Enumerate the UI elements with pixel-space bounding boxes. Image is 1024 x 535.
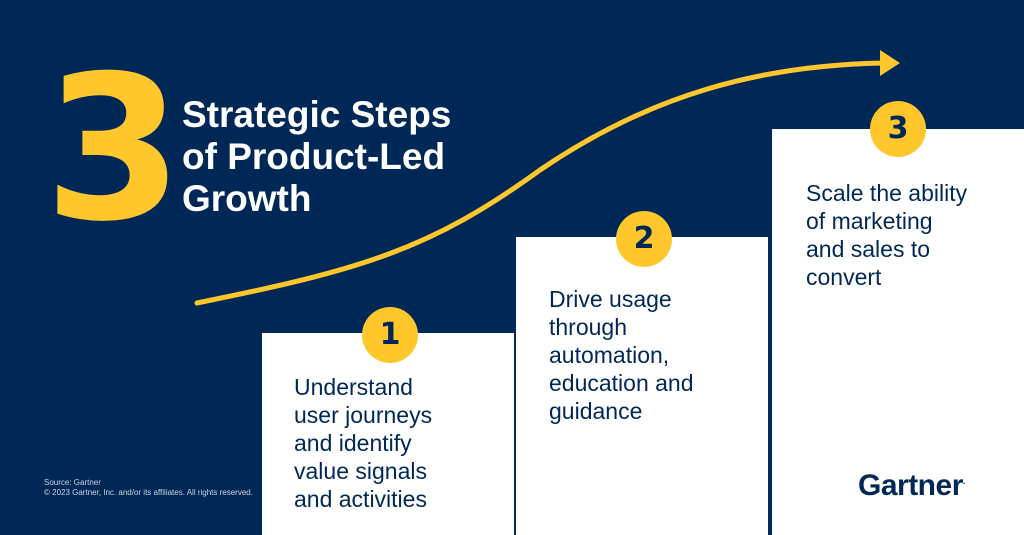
source-note: Source: Gartner © 2023 Gartner, Inc. and…: [44, 478, 253, 498]
step-badge-2: 2: [616, 211, 672, 267]
step-line: Understand: [294, 374, 413, 400]
step-card-1: 1 Understand user journeys and identify …: [262, 307, 514, 535]
logo-mark: .: [962, 476, 966, 486]
step-line: convert: [806, 264, 882, 290]
source-label: Source: Gartner: [44, 478, 101, 487]
step-line: education and: [549, 370, 694, 396]
arrow-head-icon: [880, 50, 900, 76]
step-card-3: 3 Scale the ability of marketing and sal…: [772, 101, 1024, 535]
step-badge-3: 3: [870, 101, 926, 157]
step-line: of marketing: [806, 208, 933, 234]
logo-text: Gartner: [858, 469, 963, 502]
step-text-3: Scale the ability of marketing and sales…: [806, 179, 967, 291]
growth-curve: [194, 60, 888, 306]
headline-number: 3: [44, 33, 183, 266]
step-line: Drive usage: [549, 286, 672, 312]
step-card-2: 2 Drive usage through automation, educat…: [516, 211, 768, 535]
step-line: user journeys: [294, 402, 433, 428]
headline-title: Strategic Steps of Product-Led Growth: [182, 94, 512, 220]
step-line: and identify: [294, 430, 412, 456]
step-line: automation,: [549, 342, 670, 368]
headline-line: Strategic Steps: [182, 94, 452, 135]
step-line: Scale the ability: [806, 180, 968, 206]
headline-line: Growth: [182, 178, 312, 219]
step-text-2: Drive usage through automation, educatio…: [549, 285, 694, 425]
step-text-1: Understand user journeys and identify va…: [294, 373, 432, 513]
step-line: value signals: [294, 458, 427, 484]
copyright-label: © 2023 Gartner, Inc. and/or its affiliat…: [44, 488, 253, 497]
headline-line: of Product-Led: [182, 136, 446, 177]
gartner-logo: Gartner.: [858, 463, 965, 504]
step-line: and sales to: [806, 236, 931, 262]
step-badge-1: 1: [362, 307, 418, 363]
step-line: through: [549, 314, 628, 340]
step-line: and activities: [294, 486, 427, 512]
step-line: guidance: [549, 398, 643, 424]
